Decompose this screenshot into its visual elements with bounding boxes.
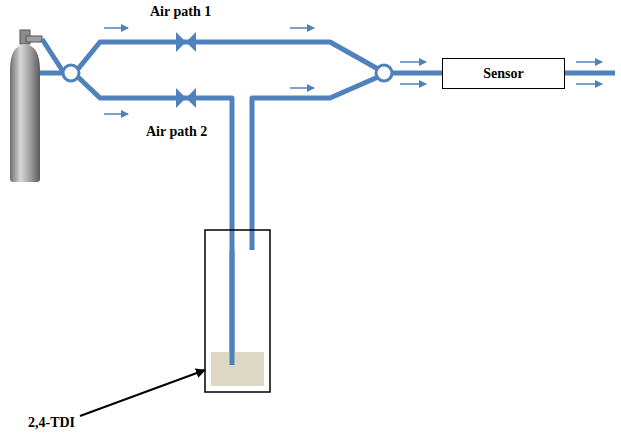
tubing [40, 39, 615, 365]
flow-arrow [104, 28, 602, 114]
node-text: Sensor [483, 66, 523, 82]
gas-cylinder [10, 30, 42, 182]
tdi-liquid [211, 352, 264, 386]
label-text: 2,4-TDI [28, 415, 75, 432]
bottle [205, 230, 270, 392]
leader-line [80, 370, 205, 416]
sensor-box: Sensor [442, 58, 565, 89]
junction [63, 65, 79, 81]
junction [376, 65, 392, 81]
valve-symbol [176, 32, 196, 108]
label-text: Air path 1 [150, 4, 211, 21]
label-text: Air path 2 [146, 124, 207, 141]
